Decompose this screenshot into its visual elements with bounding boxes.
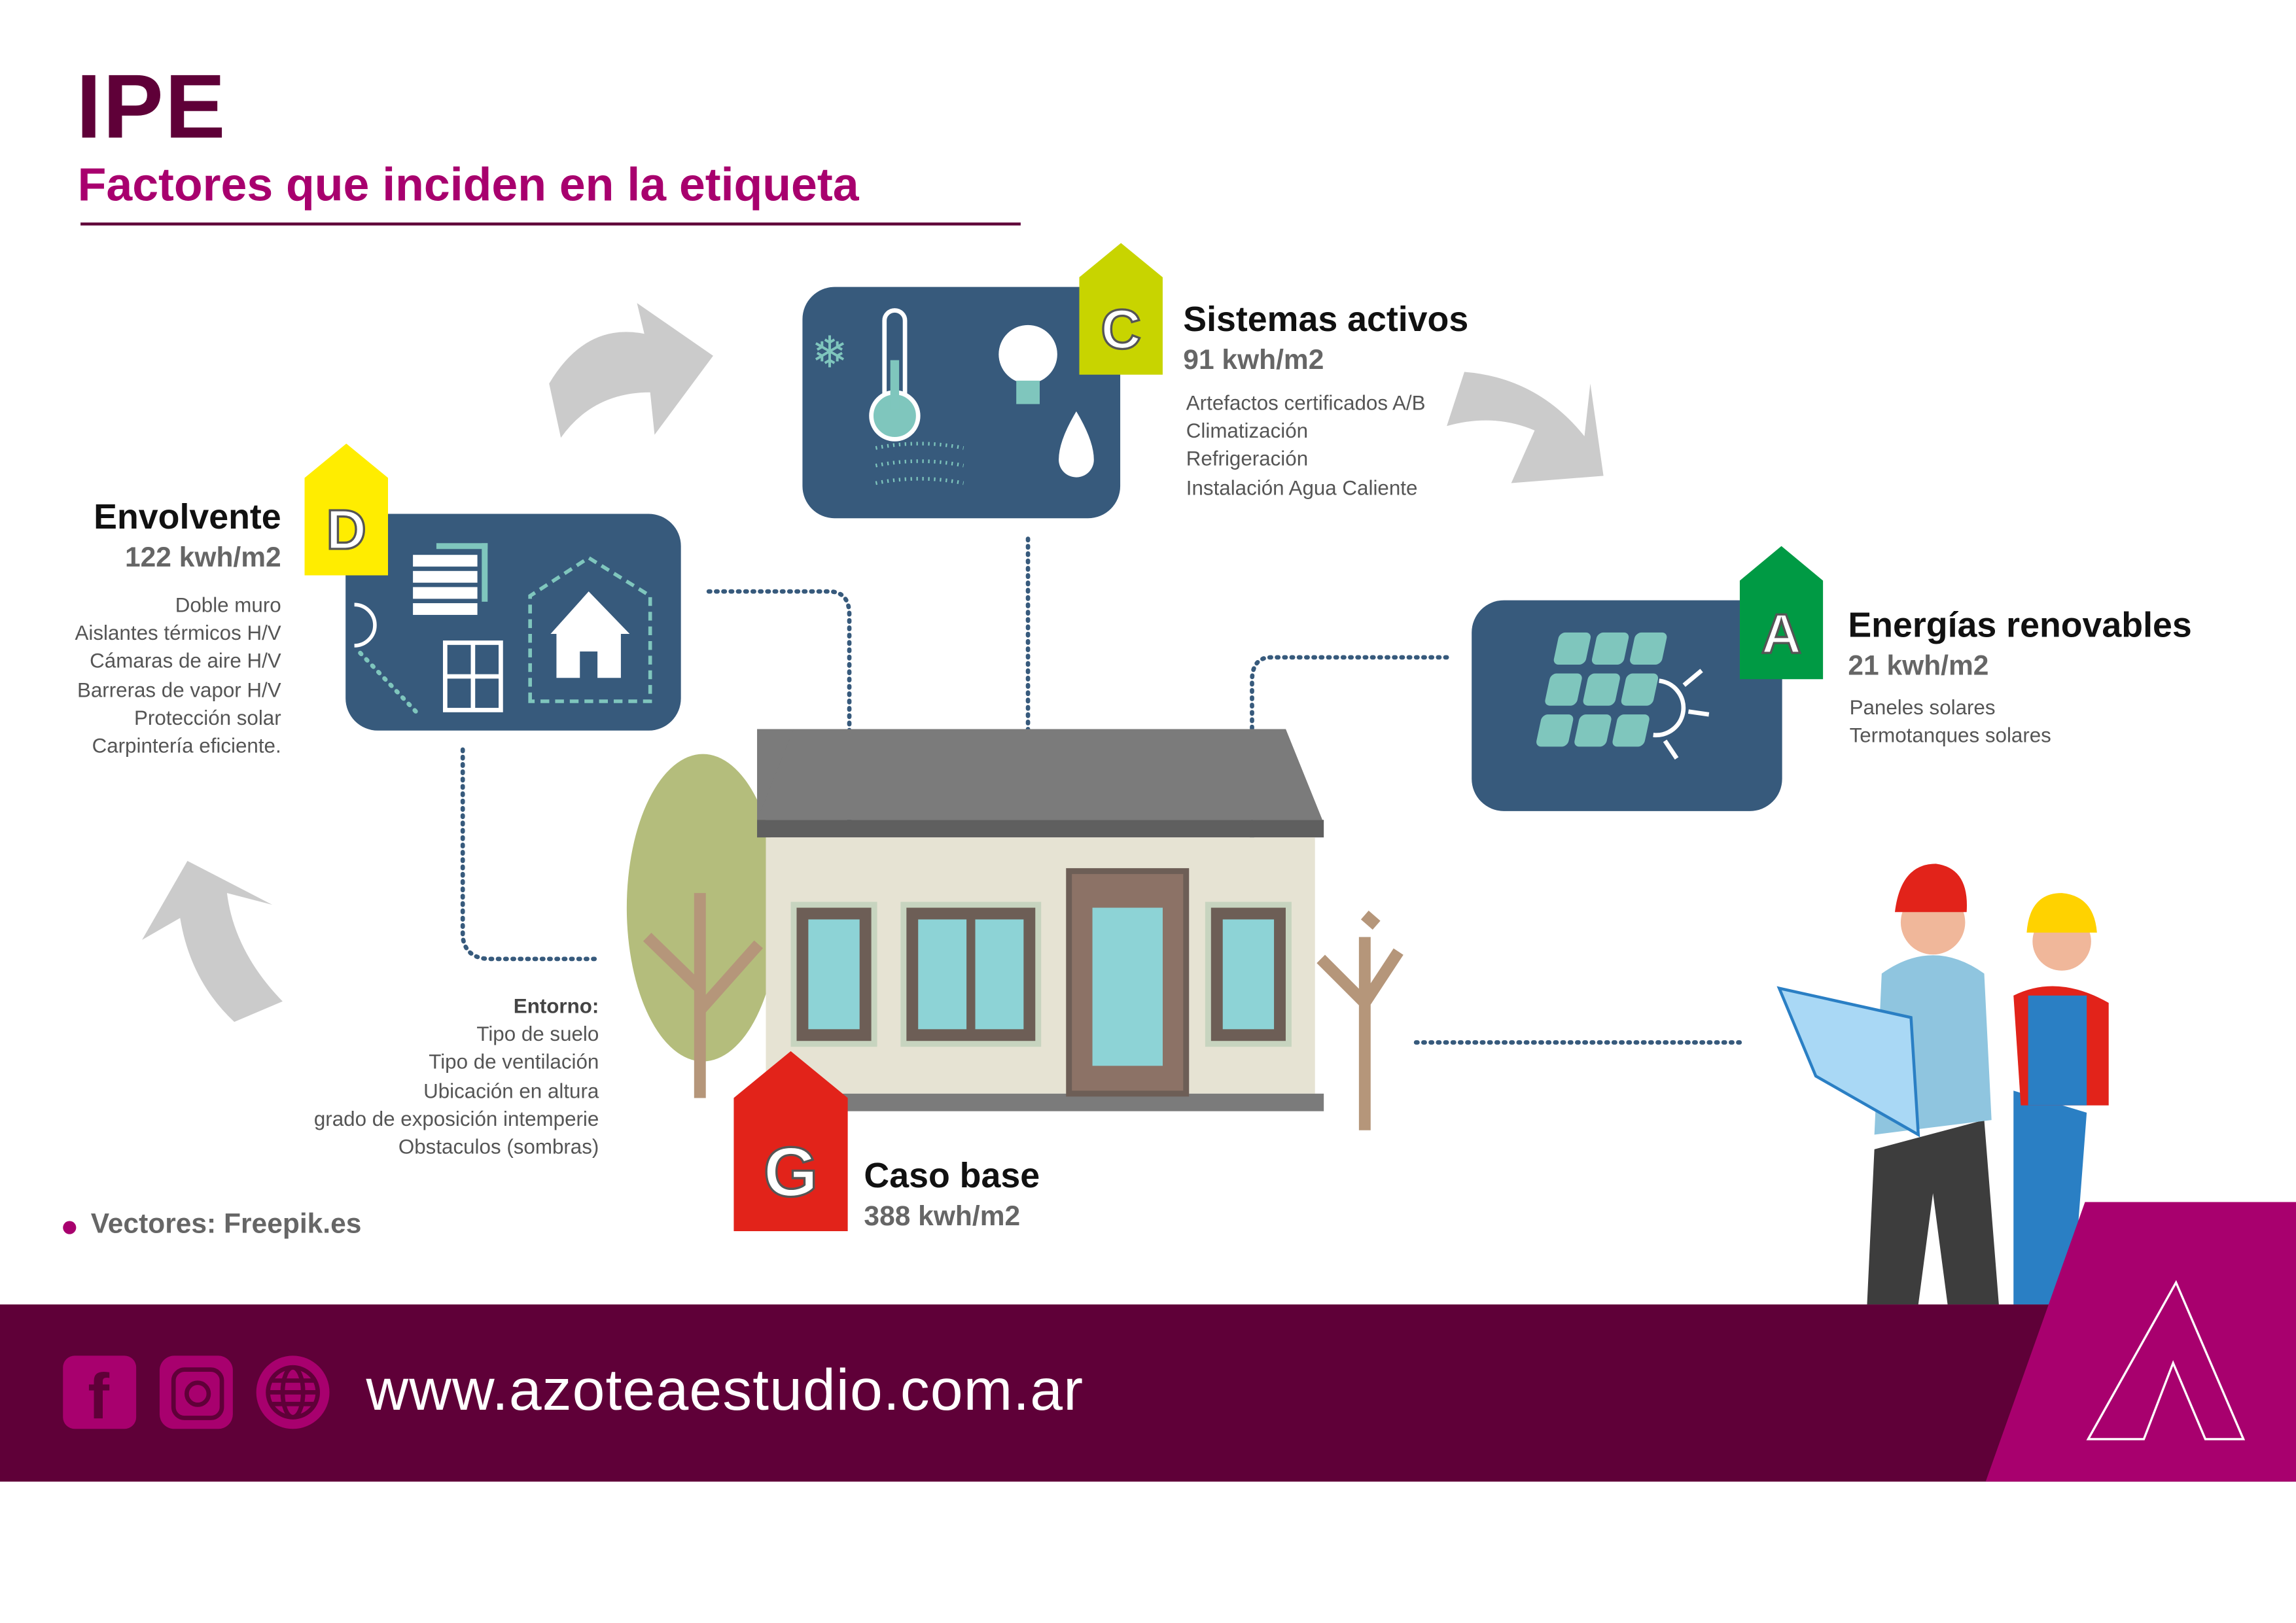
house-illustration [626, 729, 1404, 1130]
entorno-list: Entorno: Tipo de suelo Tipo de ventilaci… [314, 992, 599, 1161]
grade-tag-d: D [304, 444, 389, 576]
sistemas-list: Artefactos certificados A/B Climatizació… [1186, 389, 1426, 502]
list-item: Paneles solares [1849, 695, 1996, 719]
list-item: Refrigeración [1186, 447, 1309, 471]
sistemas-icon-box: ❄ [802, 287, 1121, 519]
footer-bar [0, 1304, 2296, 1482]
renovables-title: Energías renovables [1848, 606, 2192, 646]
credits: Vectores: Freepik.es [90, 1209, 362, 1240]
renovables-icon-box [1472, 600, 1782, 811]
bullet-icon [63, 1221, 77, 1234]
list-item: Climatización [1186, 419, 1309, 443]
connector-envolvente [706, 589, 852, 887]
sistemas-title: Sistemas activos [1183, 300, 1469, 340]
list-item: grado de exposición intemperie [313, 1106, 599, 1130]
list-item: Aislantes térmicos H/V [75, 621, 281, 645]
list-item: Carpintería eficiente. [92, 733, 281, 758]
list-item: Cámaras de aire H/V [90, 649, 281, 673]
list-item: Doble muro [175, 593, 281, 617]
list-item: Ubicación en altura [423, 1078, 599, 1102]
connector-entorno [460, 747, 603, 962]
climate-icons: ❄ [811, 308, 1094, 485]
list-item: Barreras de vapor H/V [77, 677, 281, 701]
arrow-down-right [1447, 372, 1604, 483]
connector-renovables [1250, 655, 1449, 864]
caso-base-value: 388 kwh/m2 [864, 1202, 1021, 1233]
envolvente-value: 122 kwh/m2 [124, 543, 281, 574]
svg-text:❄: ❄ [811, 328, 848, 377]
globe-icon[interactable] [256, 1355, 330, 1429]
arrow-up-right [549, 303, 713, 438]
arrow-up-left [142, 860, 283, 1022]
envolvente-title: Envolvente [94, 497, 281, 538]
page-title: IPE [76, 57, 227, 158]
website-link[interactable]: www.azoteaestudio.com.ar [366, 1358, 1084, 1423]
azotea-logo [2086, 1280, 2246, 1440]
renovables-value: 21 kwh/m2 [1848, 651, 1989, 682]
page-subtitle: Factores que inciden en la etiqueta [77, 158, 859, 211]
envelope-house-icon [354, 543, 652, 714]
facebook-icon[interactable]: f [63, 1355, 137, 1433]
list-item: Protección solar [134, 705, 281, 729]
caso-base-title: Caso base [864, 1157, 1040, 1196]
list-item: Artefactos certificados A/B [1186, 391, 1426, 415]
list-item: Termotanques solares [1849, 724, 2051, 747]
workers-illustration [1776, 864, 2109, 1305]
entorno-title: Entorno: [513, 994, 599, 1018]
instagram-icon[interactable] [159, 1355, 233, 1429]
envolvente-list: Doble muro Aislantes térmicos H/V Cámara… [75, 591, 281, 760]
list-item: Instalación Agua Caliente [1186, 475, 1418, 499]
list-item: Tipo de ventilación [429, 1050, 599, 1074]
solar-panel-icon [1536, 632, 1710, 760]
list-item: Obstaculos (sombras) [398, 1134, 599, 1159]
renovables-list: Paneles solares Termotanques solares [1850, 694, 2051, 750]
title-underline [80, 222, 1021, 226]
sistemas-value: 91 kwh/m2 [1183, 345, 1324, 377]
envolvente-icon-box [345, 514, 681, 731]
list-item: Tipo de suelo [476, 1022, 599, 1046]
